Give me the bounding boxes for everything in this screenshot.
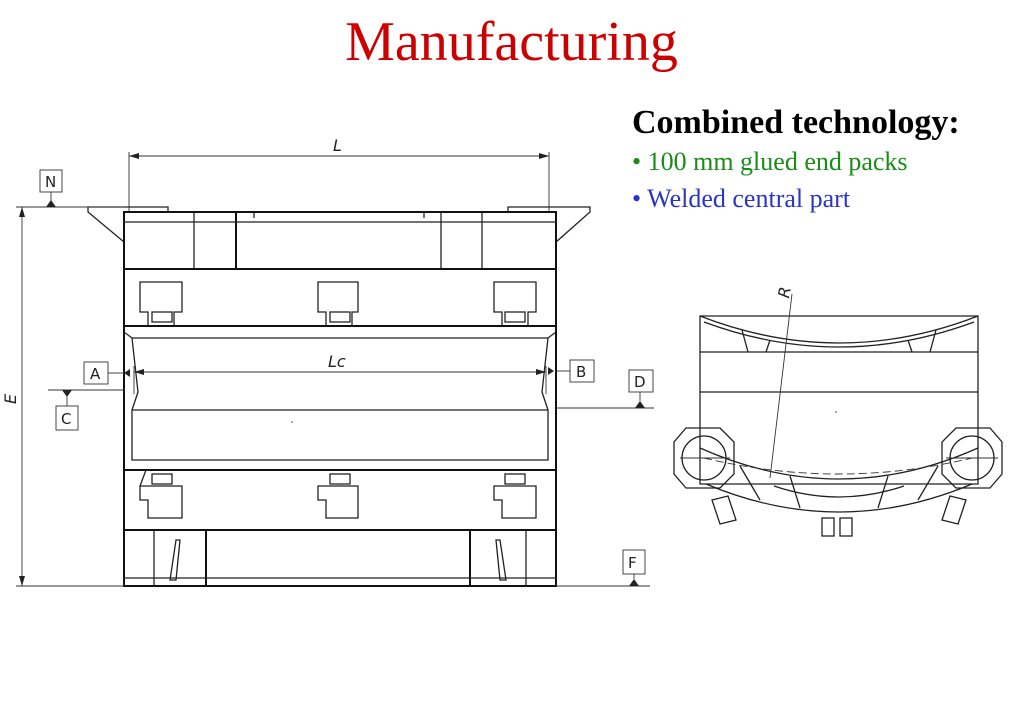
reference-label-a: A [90,365,101,383]
dimension-label-radius: R [774,285,795,299]
dimension-label-central-length: Lc [328,352,346,371]
section-heading: Combined technology: [632,104,960,141]
dimension-label-length: L [333,136,342,155]
dimension-label-height: E [1,393,20,404]
reference-label-b: B [576,363,586,381]
reference-label-c: C [61,410,71,428]
bullet-glued-end-packs: • 100 mm glued end packs [632,147,908,176]
reference-label-f: F [628,554,637,572]
cross-section-drawing: R [673,285,1003,537]
bullet-welded-central-part: • Welded central part [632,184,851,213]
reference-label-n: N [45,173,56,191]
reference-label-d: D [634,373,646,391]
slide-title: Manufacturing [345,11,678,73]
side-view-drawing: L Lc [1,136,654,587]
